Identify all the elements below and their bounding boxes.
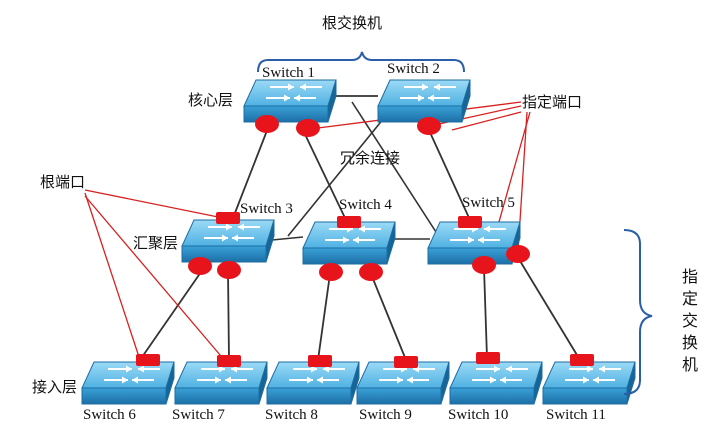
switches-layer: Switch 1 Switch 2 Switch 3 Switch 4 Switch 5… <box>81 61 636 423</box>
annotation-pointer-line <box>429 105 522 127</box>
switch-5 <box>427 221 521 265</box>
designated-port-marker <box>217 261 241 279</box>
switch-11 <box>542 361 636 405</box>
designated-port-marker <box>188 257 212 275</box>
root-port-marker <box>458 216 482 228</box>
root-switch-brace <box>257 51 465 73</box>
designated-port-label: 指定端口 <box>522 93 582 111</box>
switch-6 <box>81 361 175 405</box>
switch-arrows-icon <box>289 365 345 384</box>
link-s4-s8 <box>317 273 331 361</box>
switch-arrows-icon <box>104 365 160 384</box>
link-s1-s5 <box>351 101 437 233</box>
link-s4-s9 <box>370 273 407 361</box>
designated-port-marker <box>319 263 343 281</box>
redundant-link-label: 冗余连接 <box>340 149 400 167</box>
switch-arrows-icon <box>197 365 253 384</box>
designated-switch-label: 指定交换机 <box>682 267 698 374</box>
root-port-marker <box>337 216 361 228</box>
switch-label: Switch 7 <box>172 407 225 423</box>
root-port-marker <box>136 354 160 366</box>
switch-arrows-icon <box>565 365 621 384</box>
link-s5-s11 <box>516 255 581 361</box>
link-s5-s10 <box>483 267 488 359</box>
switch-label: Switch 11 <box>546 407 606 423</box>
switch-label: Switch 2 <box>387 61 440 77</box>
root-port-marker <box>308 355 332 367</box>
annotation-pointer-line <box>84 192 141 361</box>
ports-layer <box>136 115 594 368</box>
designated-port-marker <box>255 115 279 133</box>
link-s1-s4 <box>301 127 347 221</box>
switch-4 <box>302 221 396 265</box>
root-port-marker <box>476 352 500 364</box>
root-port-marker <box>394 356 418 368</box>
root-port-label: 根端口 <box>40 173 85 191</box>
designated-port-marker <box>359 263 383 281</box>
switch-arrows-icon <box>325 225 381 244</box>
root-port-marker <box>217 355 241 367</box>
switch-arrows-icon <box>204 223 260 242</box>
annotation-pointer-line <box>84 195 227 363</box>
annotation-lines <box>84 101 531 363</box>
switch-1 <box>243 79 337 123</box>
links-layer <box>139 95 581 361</box>
switch-arrows-icon <box>400 83 456 102</box>
switch-2 <box>377 79 471 123</box>
link-s3-s4 <box>271 236 304 241</box>
core-layer-label: 核心层 <box>188 91 233 109</box>
link-s3-s6 <box>139 271 202 361</box>
access-layer-label: 接入层 <box>32 378 77 396</box>
designated-switch-bracket <box>623 229 653 395</box>
switch-arrows-icon <box>266 83 322 102</box>
root-port-marker <box>570 354 594 366</box>
switch-label: Switch 5 <box>462 195 515 211</box>
switch-label: Switch 4 <box>339 197 392 213</box>
switch-7 <box>174 361 268 405</box>
designated-port-marker <box>506 245 530 263</box>
switch-arrows-icon <box>450 225 506 244</box>
link-s1-s3 <box>232 127 269 219</box>
link-s2-s5 <box>427 127 471 221</box>
annotation-pointer-line <box>84 189 229 220</box>
switch-10 <box>449 361 543 405</box>
switch-label: Switch 9 <box>359 407 412 423</box>
switch-label: Switch 10 <box>448 407 508 423</box>
switch-label: Switch 8 <box>265 407 318 423</box>
designated-port-marker <box>417 117 441 135</box>
designated-port-marker <box>472 256 496 274</box>
switch-label: Switch 6 <box>83 407 136 423</box>
switch-label: Switch 1 <box>262 65 315 81</box>
designated-port-marker <box>296 119 320 137</box>
switch-9 <box>356 361 450 405</box>
switch-8 <box>266 361 360 405</box>
switch-arrows-icon <box>472 365 528 384</box>
aggregation-layer-label: 汇聚层 <box>133 234 178 252</box>
link-s2-s3 <box>287 117 385 237</box>
root-switch-label: 根交换机 <box>322 14 382 32</box>
link-s3-s7 <box>227 271 230 361</box>
root-port-marker <box>216 212 240 224</box>
annotation-pointer-line <box>451 111 522 131</box>
switch-3 <box>181 219 275 263</box>
switch-label: Switch 3 <box>240 201 293 217</box>
